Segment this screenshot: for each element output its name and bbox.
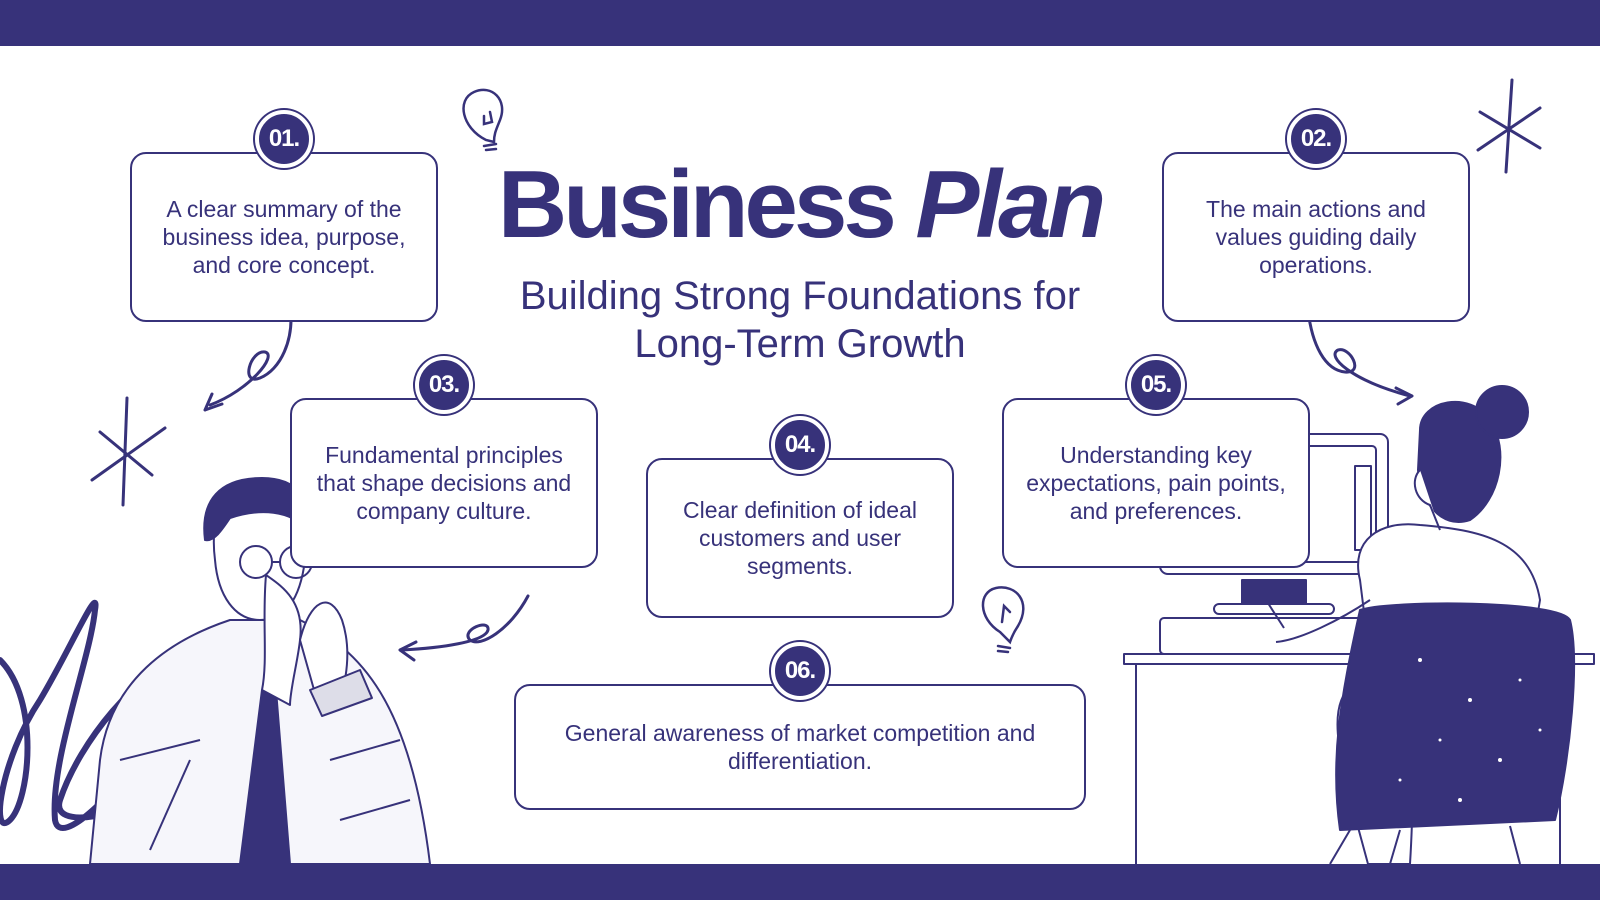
chair-speckles	[1398, 658, 1542, 802]
card-04-badge: 04.	[771, 416, 829, 474]
sparkle-star-icon	[90, 396, 167, 507]
scribble-decoration	[0, 599, 259, 831]
page-title: Business Plan	[480, 150, 1120, 260]
title-main: Business	[497, 151, 897, 258]
lightbulb-icon	[462, 88, 504, 152]
card-02-badge: 02.	[1287, 110, 1345, 168]
card-03: Fundamental principles that shape decisi…	[290, 398, 598, 568]
card-01-text: A clear summary of the business idea, pu…	[162, 196, 406, 278]
card-01-badge: 01.	[255, 110, 313, 168]
card-05-text: Understanding key expectations, pain poi…	[1026, 442, 1286, 524]
card-05-badge: 05.	[1127, 356, 1185, 414]
man-illustration	[89, 477, 431, 865]
page-subtitle: Building Strong Foundations for Long-Ter…	[519, 274, 1081, 366]
title-emphasis: Plan	[915, 151, 1106, 258]
curly-arrow-icon	[1306, 308, 1414, 406]
card-01: A clear summary of the business idea, pu…	[130, 152, 438, 322]
card-04: Clear definition of ideal customers and …	[646, 458, 954, 618]
sparkle-star-icon	[1476, 78, 1542, 174]
card-02: The main actions and values guiding dail…	[1162, 152, 1470, 322]
card-04-text: Clear definition of ideal customers and …	[683, 497, 917, 579]
card-05: Understanding key expectations, pain poi…	[1002, 398, 1310, 568]
card-06-badge: 06.	[771, 642, 829, 700]
lightbulb-icon	[981, 586, 1025, 654]
card-03-text: Fundamental principles that shape decisi…	[316, 442, 572, 524]
card-06: General awareness of market competition …	[514, 684, 1086, 810]
card-03-badge: 03.	[415, 356, 473, 414]
card-02-text: The main actions and values guiding dail…	[1206, 196, 1426, 278]
curly-arrow-icon	[203, 303, 293, 412]
woman-at-desk-illustration	[1123, 385, 1595, 865]
bottom-band	[0, 864, 1600, 900]
top-band	[0, 0, 1600, 46]
card-06-text: General awareness of market competition …	[564, 720, 1036, 774]
curly-arrow-icon	[398, 594, 530, 662]
